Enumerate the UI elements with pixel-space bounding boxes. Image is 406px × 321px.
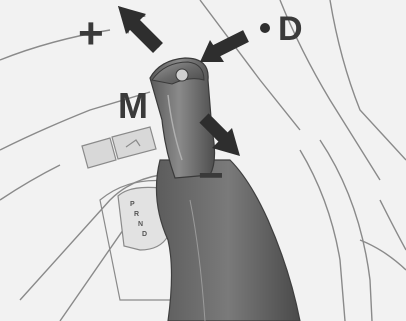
label-drive: D	[278, 10, 303, 48]
label-manual: M	[118, 85, 148, 126]
arrow-left-d	[200, 36, 246, 62]
knob-button	[176, 69, 188, 81]
label-minus: −	[198, 151, 224, 200]
label-plus: +	[78, 9, 104, 58]
gate-letter-r: R	[134, 211, 139, 218]
gate-letter-n: N	[138, 221, 143, 228]
gate-letter-p: P	[130, 201, 135, 208]
shifter-boot	[156, 160, 300, 321]
arrow-up-plus	[118, 6, 160, 48]
console-buttons	[82, 127, 156, 168]
d-dot-icon	[260, 23, 270, 33]
gate-letter-d: D	[142, 231, 147, 238]
